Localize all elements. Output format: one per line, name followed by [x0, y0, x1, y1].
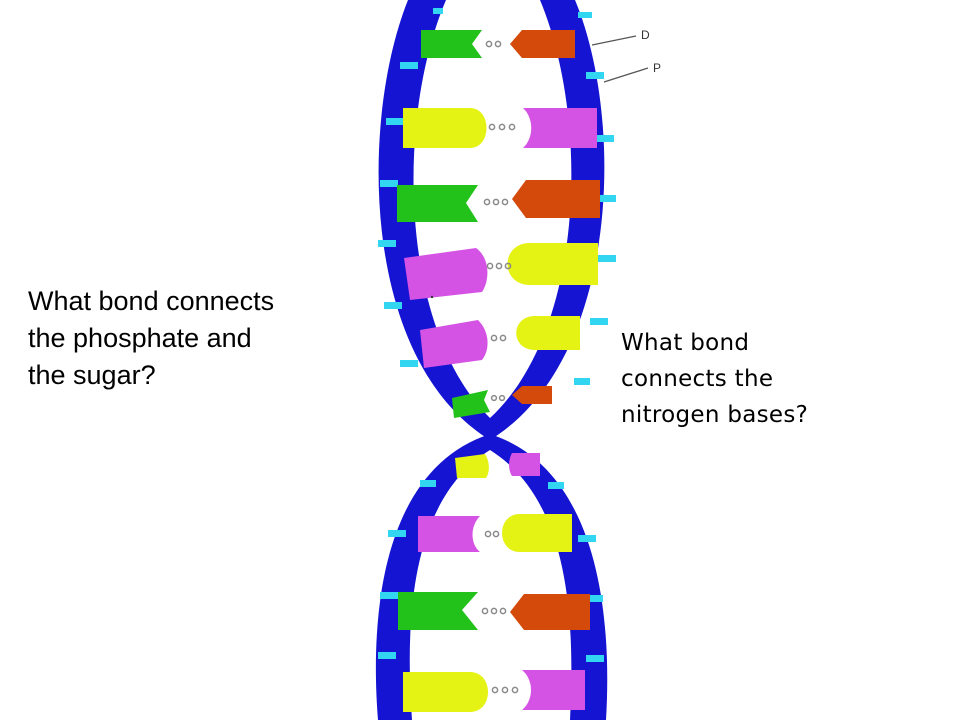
hydrogen-bonds	[481, 40, 519, 694]
base-pair-2	[403, 108, 597, 148]
pointer-line-p	[603, 67, 649, 83]
base-pair-9	[398, 592, 590, 630]
label-p: P	[653, 61, 661, 75]
question-nitrogen-base-bond: What bond connects the nitrogen bases?	[621, 330, 809, 428]
phosphate-ticks	[378, 8, 616, 662]
base-pair-10	[403, 670, 585, 712]
base-pair-8	[418, 514, 572, 552]
label-d: D	[641, 28, 650, 42]
pointer-line-d	[591, 35, 637, 46]
base-pair-6	[452, 386, 552, 418]
backbone-strand-lower	[375, 434, 608, 720]
base-pair-7	[455, 453, 540, 478]
base-pair-5	[420, 316, 580, 368]
base-pair-4	[404, 243, 598, 300]
speck-dot	[430, 295, 434, 299]
question-phosphate-sugar-bond: What bond connects the phosphate and the…	[28, 286, 275, 390]
base-pair-1	[421, 30, 575, 58]
base-pair-3	[397, 180, 600, 222]
